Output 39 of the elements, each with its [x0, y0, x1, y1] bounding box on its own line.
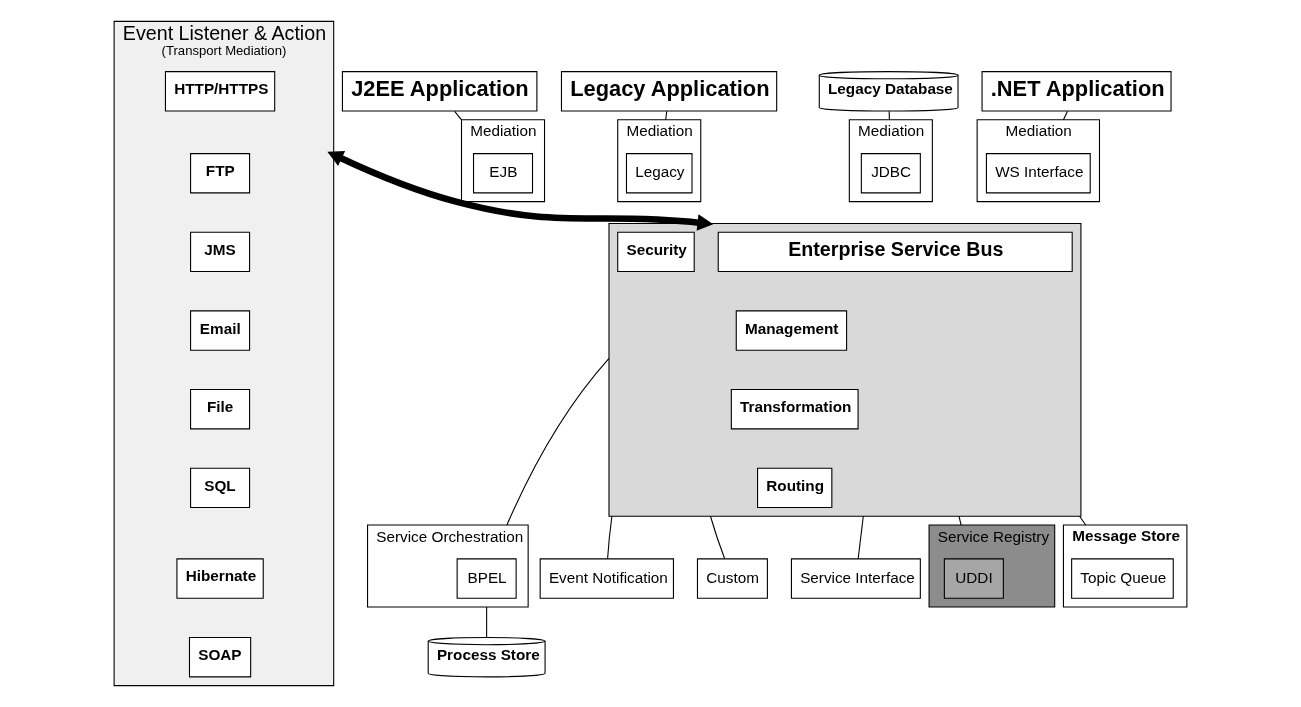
- connector: [709, 515, 726, 560]
- node-box: UDDI: [943, 558, 1004, 599]
- node-box: Security: [617, 231, 695, 273]
- node-box: JDBC: [860, 153, 921, 194]
- connector: [1079, 515, 1087, 526]
- node-box: HTTP/HTTPS: [164, 71, 276, 112]
- node-box: .NET Application: [981, 71, 1172, 112]
- arrow: [327, 150, 714, 231]
- node-box: Hibernate: [176, 558, 264, 599]
- node-box: File: [190, 389, 251, 430]
- node-box: EJB: [472, 153, 534, 194]
- node-box: FTP: [190, 153, 251, 194]
- node-box: Transformation: [730, 389, 859, 430]
- connector: [665, 110, 668, 121]
- node-box: Email: [190, 310, 251, 351]
- node-box: JMS: [190, 231, 251, 273]
- node-box: Legacy: [625, 153, 693, 194]
- connector: [857, 515, 864, 560]
- node-box: Management: [735, 310, 848, 351]
- node-box: Legacy Application: [560, 71, 778, 112]
- connector: [958, 515, 962, 526]
- connector: [486, 606, 488, 638]
- node-box: Event Notification: [539, 558, 674, 599]
- node-box: Topic Queue: [1071, 558, 1174, 599]
- node-box: WS Interface: [985, 153, 1091, 194]
- node-box: Enterprise Service Bus: [717, 231, 1073, 273]
- node-box: Routing: [757, 467, 833, 509]
- connector: [454, 110, 463, 121]
- node-box: SOAP: [188, 637, 252, 678]
- node-box: Custom: [696, 558, 768, 599]
- node-box: Service Interface: [790, 558, 921, 599]
- connector: [888, 110, 890, 121]
- connector: [607, 515, 613, 560]
- cluster: [608, 222, 1082, 517]
- node-box: J2EE Application: [341, 71, 538, 112]
- node-box: BPEL: [456, 558, 517, 599]
- connector: [506, 357, 610, 526]
- node-box: SQL: [190, 467, 251, 509]
- connector: [1062, 110, 1069, 121]
